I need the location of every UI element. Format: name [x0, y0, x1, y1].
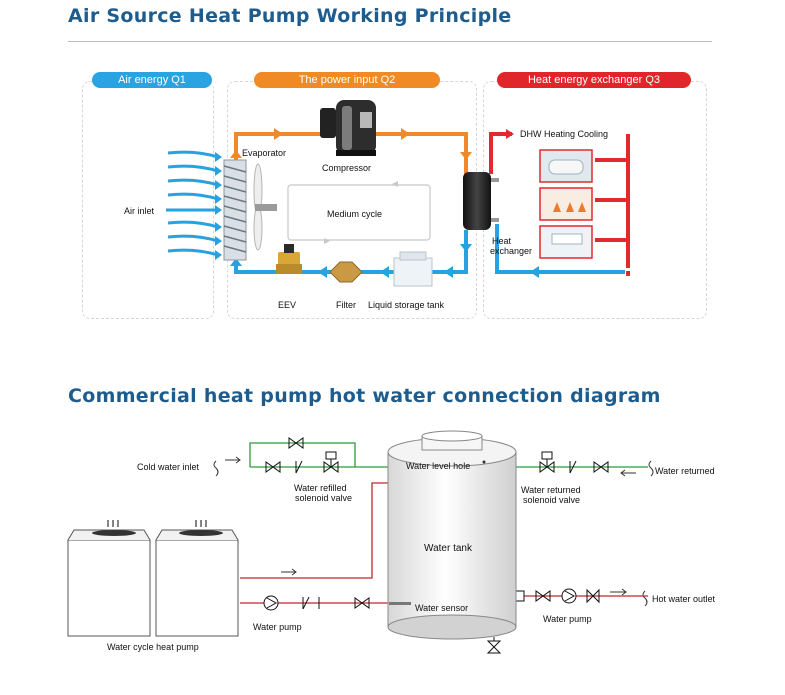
compressor-icon	[320, 100, 376, 156]
drain-valve	[486, 637, 502, 654]
blue-arrow-left-1	[444, 266, 453, 278]
outlet-flange	[515, 590, 525, 602]
valve-right	[535, 590, 551, 602]
check-valve-cold	[295, 460, 303, 474]
orange-arrow-down	[460, 152, 472, 160]
water-pump-right-label: Water pump	[543, 614, 592, 624]
water-level-hole-label: Water level hole	[406, 461, 471, 471]
dhw-arrow-right	[506, 129, 514, 139]
medium-cycle-box	[287, 184, 431, 241]
orange-arrow-up	[230, 150, 242, 158]
water-returned-solenoid-valve	[539, 451, 555, 473]
water-cycle-heat-pump-icon	[67, 520, 239, 637]
compressor-label: Compressor	[322, 163, 372, 173]
evaporator-coil	[223, 159, 247, 261]
water-tank-icon	[387, 430, 517, 640]
air-inlet-arrowheads	[215, 152, 222, 260]
cold-inlet-valve	[265, 461, 281, 473]
water-returned-valve-label-1: Water returned	[521, 485, 581, 495]
heat-exchanger-label-1: Heat	[492, 236, 512, 246]
filter-icon	[329, 261, 363, 283]
check-valve-right	[586, 588, 600, 604]
water-pump-right-icon	[561, 588, 577, 604]
liquid-storage-tank-label: Liquid storage tank	[368, 300, 445, 310]
medium-cycle-label: Medium cycle	[327, 209, 383, 219]
return-blue-pipe	[495, 224, 625, 274]
dhw-cooling-image	[539, 225, 593, 259]
blue-arrow-up	[230, 258, 242, 266]
title-divider	[68, 41, 712, 42]
air-energy-pill: Air energy Q1	[92, 72, 212, 88]
fan-icon	[253, 163, 277, 251]
blue-arrow-down	[460, 244, 472, 252]
air-inlet-arrows	[167, 150, 219, 257]
water-pump-left-icon	[263, 595, 279, 611]
blue-arrow-left-2	[380, 266, 389, 278]
return-valve	[593, 461, 609, 473]
eev-label: EEV	[278, 300, 297, 310]
check-valve-return	[569, 460, 577, 474]
principle-title: Air Source Heat Pump Working Principle	[68, 5, 512, 27]
orange-arrow-right-2	[401, 128, 410, 140]
orange-arrow-right-1	[274, 128, 283, 140]
water-cycle-heat-pump-label: Water cycle heat pump	[107, 642, 199, 652]
check-valve-left	[302, 596, 320, 610]
water-pump-left-label: Water pump	[253, 622, 302, 632]
heat-exchanger-label-2: exchanger	[490, 246, 533, 256]
blue-arrow-left-3	[318, 266, 327, 278]
water-returned-label: Water returned	[655, 466, 715, 476]
dhw-label: DHW Heating Cooling	[520, 129, 609, 139]
water-refilled-label-1: Water refilled	[294, 483, 347, 493]
pipe-breaks	[213, 460, 654, 607]
liquid-storage-tank-icon	[393, 251, 433, 287]
heat-exchanger-icon	[463, 172, 499, 230]
dhw-bath-image	[539, 149, 593, 183]
dhw-heating-image	[539, 187, 593, 221]
connection-title: Commercial heat pump hot water connectio…	[68, 385, 661, 407]
water-refilled-label-2: solenoid valve	[295, 493, 353, 503]
heat-exchanger-pill: Heat energy exchanger Q3	[497, 72, 691, 88]
hot-water-outlet-label: Hot water outlet	[652, 594, 716, 604]
medium-cycle-arrow-bottom	[324, 238, 330, 244]
bypass-valve	[288, 437, 304, 449]
flow-arrows	[225, 456, 636, 596]
evaporator-label: Evaporator	[242, 148, 287, 158]
water-refilled-solenoid-valve	[323, 451, 339, 473]
water-sensor-label: Water sensor	[415, 603, 469, 613]
return-arrow-left	[530, 266, 539, 278]
medium-cycle-arrow-top	[392, 181, 398, 187]
dhw-red-pipes	[489, 132, 630, 262]
cold-water-inlet-label: Cold water inlet	[137, 462, 200, 472]
filter-label: Filter	[336, 300, 356, 310]
valve-left	[354, 597, 370, 609]
water-tank-label: Water tank	[424, 543, 472, 554]
air-inlet-label: Air inlet	[124, 206, 155, 216]
power-input-pill: The power input Q2	[254, 72, 440, 88]
eev-icon	[276, 244, 302, 274]
water-returned-valve-label-2: solenoid valve	[523, 495, 581, 505]
